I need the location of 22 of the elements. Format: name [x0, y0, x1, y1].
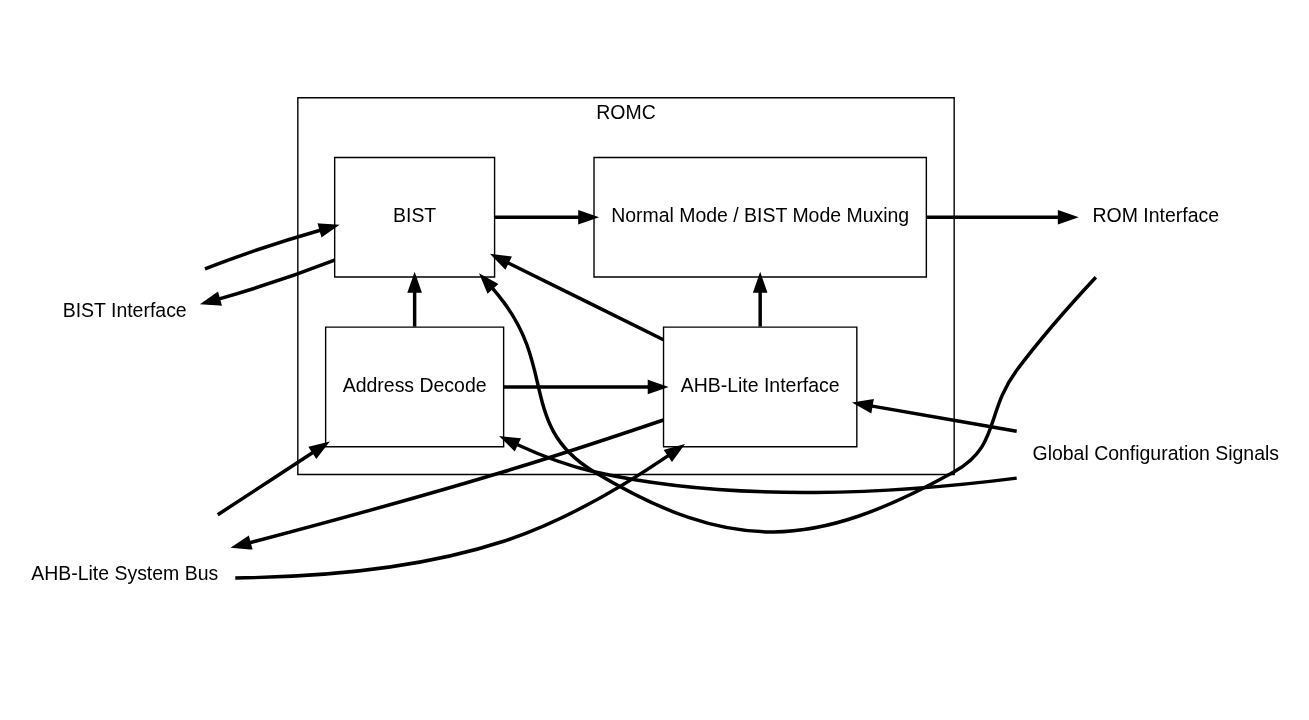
- node-box: Normal Mode / BIST Mode Muxing: [593, 156, 928, 278]
- arrow: [204, 222, 340, 271]
- arrow: [489, 253, 665, 341]
- arrow: [752, 271, 768, 327]
- arrow: [216, 440, 330, 516]
- node-text: AHB-Lite System Bus: [31, 561, 219, 584]
- arrow: [926, 209, 1079, 225]
- node-box: BIST: [333, 156, 496, 278]
- node-text: BIST Interface: [62, 298, 187, 321]
- arrow: [503, 379, 669, 394]
- arrow: [230, 417, 665, 550]
- node-text: ROM Interface: [1092, 203, 1220, 226]
- arrow: [235, 443, 685, 580]
- node-box: Address Decode: [324, 325, 505, 447]
- arrow: [852, 398, 1017, 433]
- arrow: [199, 258, 336, 306]
- arrow: [407, 271, 422, 327]
- arrow: [499, 435, 1017, 494]
- node-text: Global Configuration Signals: [1032, 441, 1280, 464]
- arrow: [479, 272, 1098, 533]
- arrow: [494, 209, 600, 225]
- node-box: AHB-Lite Interface: [662, 325, 858, 447]
